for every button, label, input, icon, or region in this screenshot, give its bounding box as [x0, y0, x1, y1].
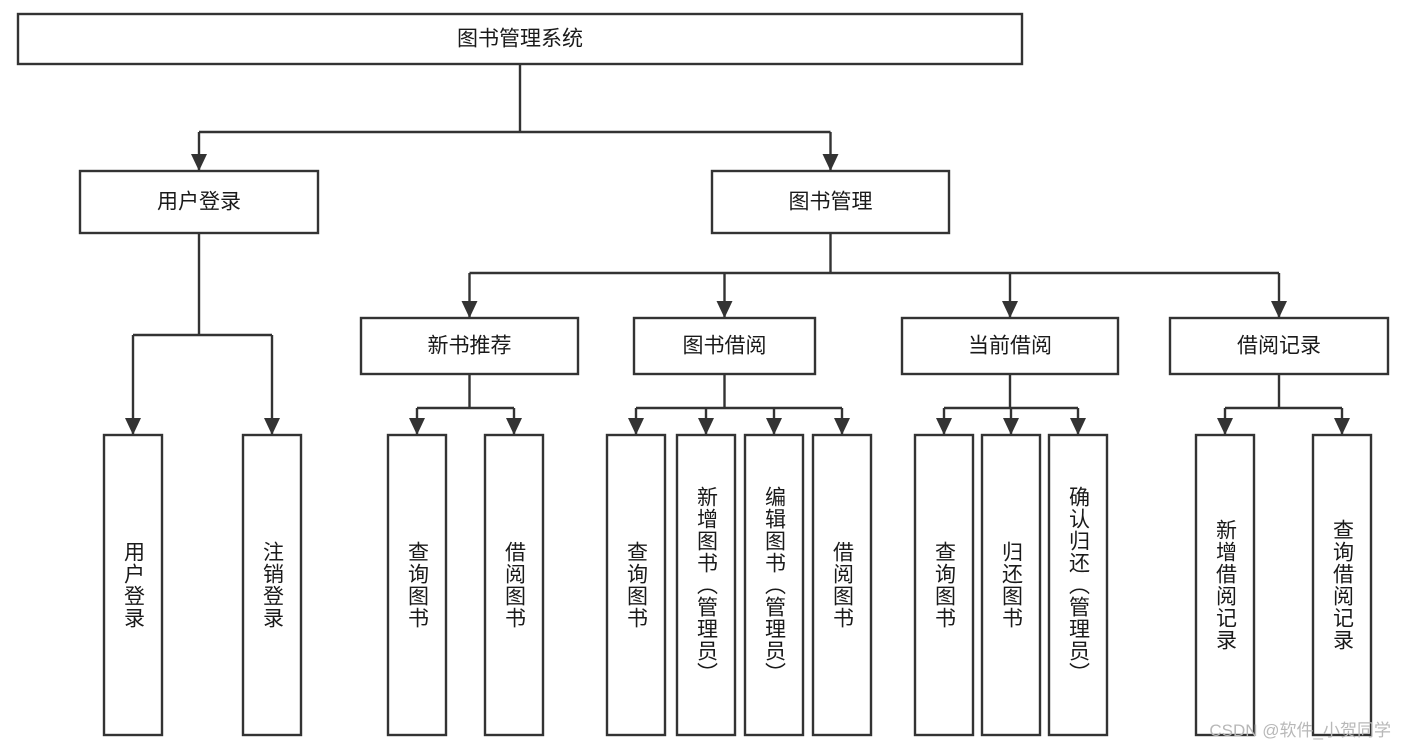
node-label: 查询图书 — [932, 541, 956, 629]
node-root-root[interactable]: 图书管理系统 — [16, 12, 1024, 66]
node-leaf-leaf-query-record[interactable] — [1311, 433, 1373, 737]
node-label: 新书推荐 — [428, 335, 512, 358]
node-leaf-leaf-add-record[interactable] — [1194, 433, 1256, 737]
node-label: 注销登录 — [260, 541, 284, 629]
node-label-vertical-wrap: 查询图书 — [388, 439, 446, 731]
arrowhead-leaf-edit-book — [766, 418, 782, 435]
node-box[interactable] — [386, 433, 448, 737]
node-label-vertical-wrap: 归还图书 — [982, 439, 1040, 731]
node-label: 新增借阅记录 — [1213, 519, 1237, 651]
node-label-vertical-wrap: 新增图书（管理员） — [677, 439, 735, 731]
arrowhead-borrow-record — [1271, 301, 1287, 318]
node-label-vertical-wrap: 新增借阅记录 — [1196, 439, 1254, 731]
node-label-vertical-wrap: 借阅图书 — [813, 439, 871, 731]
arrowhead-leaf-query-book-1 — [409, 418, 425, 435]
node-label: 查询借阅记录 — [1330, 519, 1354, 651]
node-leaf-leaf-borrow-book-1[interactable] — [483, 433, 545, 737]
arrowhead-new-book-recommend — [461, 301, 478, 318]
arrowhead-user-login — [191, 154, 207, 171]
arrowhead-leaf-return-book — [1003, 418, 1019, 435]
node-box[interactable] — [710, 169, 951, 235]
node-label: 图书管理系统 — [457, 28, 583, 51]
node-label-vertical-wrap: 借阅图书 — [485, 439, 543, 731]
node-box[interactable] — [980, 433, 1042, 737]
node-box[interactable] — [900, 316, 1120, 376]
node-label: 查询图书 — [405, 541, 429, 629]
node-box[interactable] — [1311, 433, 1373, 737]
arrowhead-leaf-query-book-2 — [628, 418, 644, 435]
node-label: 确认归还（管理员） — [1066, 486, 1090, 684]
arrowhead-leaf-query-record — [1334, 418, 1350, 435]
node-label-vertical-wrap: 用户登录 — [104, 439, 162, 731]
node-box[interactable] — [1047, 433, 1109, 737]
node-leaf-leaf-user-login[interactable] — [102, 433, 164, 737]
node-box[interactable] — [1194, 433, 1256, 737]
node-box[interactable] — [632, 316, 817, 376]
node-label-vertical-wrap: 注销登录 — [243, 439, 301, 731]
node-label: 图书管理 — [789, 191, 873, 214]
node-leaf-leaf-query-book-1[interactable] — [386, 433, 448, 737]
node-box[interactable] — [102, 433, 164, 737]
node-box[interactable] — [743, 433, 805, 737]
node-label: 借阅图书 — [502, 541, 526, 629]
arrowhead-leaf-query-book-3 — [936, 418, 952, 435]
node-label: 查询图书 — [624, 541, 648, 629]
node-label: 图书借阅 — [683, 335, 767, 358]
node-box[interactable] — [811, 433, 873, 737]
node-label-vertical-wrap: 查询图书 — [915, 439, 973, 731]
node-level2-current-borrow[interactable]: 当前借阅 — [900, 316, 1120, 376]
node-box[interactable] — [241, 433, 303, 737]
node-leaf-leaf-borrow-book-2[interactable] — [811, 433, 873, 737]
node-label: 当前借阅 — [968, 335, 1052, 358]
node-label: 新增图书（管理员） — [694, 486, 718, 684]
node-label-vertical-wrap: 确认归还（管理员） — [1049, 439, 1107, 731]
node-box[interactable] — [16, 12, 1024, 66]
node-label: 借阅图书 — [830, 541, 854, 629]
node-level1-user-login[interactable]: 用户登录 — [78, 169, 320, 235]
arrowhead-leaf-confirm-return — [1070, 418, 1086, 435]
arrowhead-book-manage — [822, 154, 839, 171]
node-label: 编辑图书（管理员） — [762, 486, 786, 684]
node-leaf-leaf-query-book-2[interactable] — [605, 433, 667, 737]
node-box[interactable] — [483, 433, 545, 737]
connectors-layer — [125, 64, 1350, 435]
arrowhead-leaf-borrow-book-2 — [834, 418, 850, 435]
node-label: 用户登录 — [121, 541, 145, 629]
node-box[interactable] — [78, 169, 320, 235]
node-label-vertical-wrap: 查询图书 — [607, 439, 665, 731]
arrowhead-leaf-add-book — [698, 418, 714, 435]
arrowhead-leaf-logout — [264, 418, 280, 435]
node-leaf-leaf-add-book[interactable] — [675, 433, 737, 737]
node-leaf-leaf-return-book[interactable] — [980, 433, 1042, 737]
node-label-vertical-wrap: 编辑图书（管理员） — [745, 439, 803, 731]
arrowhead-book-borrow — [716, 301, 733, 318]
node-box[interactable] — [359, 316, 580, 376]
node-level2-new-book-recommend[interactable]: 新书推荐 — [359, 316, 580, 376]
node-leaf-leaf-logout[interactable] — [241, 433, 303, 737]
node-box[interactable] — [675, 433, 737, 737]
node-box[interactable] — [913, 433, 975, 737]
node-box[interactable] — [1168, 316, 1390, 376]
arrowhead-leaf-add-record — [1217, 418, 1233, 435]
node-leaf-leaf-edit-book[interactable] — [743, 433, 805, 737]
node-level2-borrow-record[interactable]: 借阅记录 — [1168, 316, 1390, 376]
node-leaf-leaf-confirm-return[interactable] — [1047, 433, 1109, 737]
node-label: 归还图书 — [999, 541, 1023, 629]
node-level1-book-manage[interactable]: 图书管理 — [710, 169, 951, 235]
arrowhead-leaf-user-login — [125, 418, 141, 435]
node-box[interactable] — [605, 433, 667, 737]
node-leaf-leaf-query-book-3[interactable] — [913, 433, 975, 737]
node-label: 借阅记录 — [1237, 335, 1321, 358]
csdn-watermark: CSDN @软件_小贺同学 — [1209, 721, 1391, 740]
node-label: 用户登录 — [157, 191, 241, 214]
arrowhead-leaf-borrow-book-1 — [506, 418, 522, 435]
node-level2-book-borrow[interactable]: 图书借阅 — [632, 316, 817, 376]
node-label-vertical-wrap: 查询借阅记录 — [1313, 439, 1371, 731]
arrowhead-current-borrow — [1002, 301, 1018, 318]
